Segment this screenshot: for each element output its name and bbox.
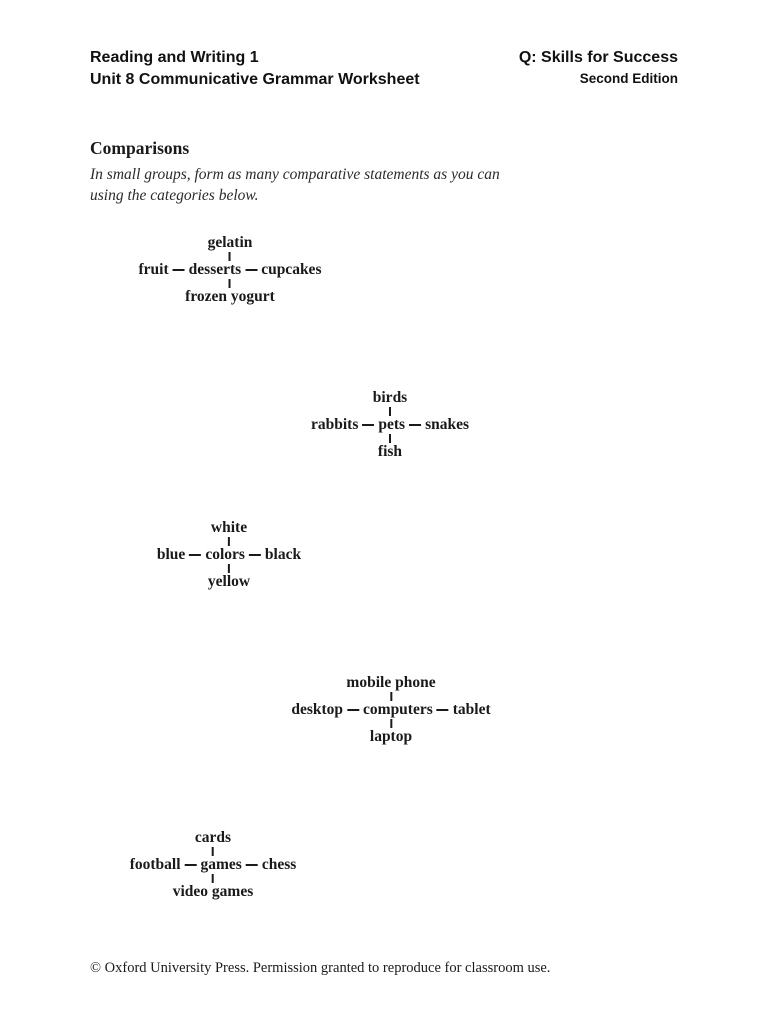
connector-horizontal-right (245, 864, 258, 866)
connector-horizontal-left (172, 269, 185, 271)
word-web-middle-row: fruit desserts cupcakes (139, 261, 322, 279)
word-web-right-label: cupcakes (261, 261, 322, 278)
instructions-text: In small groups, form as many comparativ… (90, 164, 500, 206)
word-web-bottom-label: video games (172, 883, 254, 900)
header-left: Reading and Writing 1 Unit 8 Communicati… (90, 47, 420, 91)
connector-horizontal-right (248, 554, 261, 556)
word-web-top-label: cards (194, 829, 232, 846)
word-web-left-label: rabbits (310, 416, 359, 433)
word-web-diagram: gelatin fruit desserts cupcakes frozen y… (139, 234, 322, 306)
word-web-diagram: birds rabbits pets snakes fish (311, 389, 469, 461)
connector-horizontal-right (436, 709, 449, 711)
connector-horizontal-right (245, 269, 258, 271)
connector-vertical-bottom (389, 719, 392, 728)
word-web-top-label: white (210, 519, 248, 536)
connector-vertical-bottom (227, 564, 230, 573)
connector-vertical-top (227, 537, 230, 546)
word-web-center-label: games (200, 856, 242, 873)
word-web-top-label: gelatin (207, 234, 253, 251)
word-web-left-label: blue (156, 546, 186, 563)
word-web-bottom-label: laptop (369, 728, 413, 745)
word-web-diagram: cards football games chess video games (130, 829, 297, 901)
word-web-middle-row: desktop computers tablet (291, 701, 490, 719)
connector-vertical-bottom (212, 874, 214, 883)
connector-horizontal-left (347, 709, 360, 711)
word-web-right-label: tablet (452, 701, 491, 718)
word-web-middle-row: blue colors black (157, 546, 301, 564)
word-web-right-label: snakes (425, 416, 470, 433)
word-web-right-label: chess (261, 856, 297, 873)
connector-horizontal-left (189, 554, 202, 556)
copyright-notice: © Oxford University Press. Permission gr… (90, 960, 551, 976)
course-title: Reading and Writing 1 (90, 49, 259, 66)
word-web-left-label: football (129, 856, 181, 873)
word-web-right-label: black (264, 546, 302, 563)
instructions-line-2: using the categories below. (90, 187, 259, 204)
connector-vertical-bottom (388, 434, 391, 443)
word-web-center-label: computers (363, 701, 433, 718)
connector-horizontal-left (184, 864, 197, 866)
word-web-middle-row: rabbits pets snakes (311, 416, 469, 434)
section-heading: Comparisons (90, 138, 190, 158)
word-web-top-label: mobile phone (346, 674, 436, 691)
word-web-bottom-label: fish (377, 443, 403, 460)
word-web-diagram: white blue colors black yellow (157, 519, 301, 591)
worksheet-title: Unit 8 Communicative Grammar Worksheet (90, 71, 420, 88)
connector-vertical-top (212, 847, 214, 856)
connector-horizontal-right (409, 424, 422, 426)
word-web-left-label: desktop (291, 701, 344, 718)
instructions-line-1: In small groups, form as many comparativ… (90, 166, 500, 183)
word-web-middle-row: football games chess (130, 856, 297, 874)
word-web-bottom-label: yellow (207, 573, 251, 590)
word-web-diagram: mobile phone desktop computers tablet la… (291, 674, 490, 746)
word-web-left-label: fruit (138, 261, 169, 278)
header-right: Q: Skills for Success Second Edition (519, 47, 678, 89)
word-web-center-label: desserts (188, 261, 242, 278)
connector-vertical-bottom (229, 279, 231, 288)
word-web-top-label: birds (372, 389, 408, 406)
word-web-bottom-label: frozen yogurt (185, 288, 275, 305)
series-title: Q: Skills for Success (518, 49, 678, 66)
connector-vertical-top (229, 252, 231, 261)
word-web-center-label: pets (378, 416, 406, 433)
connector-vertical-top (389, 692, 392, 701)
connector-horizontal-left (362, 424, 375, 426)
edition-label: Second Edition (579, 71, 678, 86)
connector-vertical-top (388, 407, 391, 416)
word-web-center-label: colors (205, 546, 245, 563)
